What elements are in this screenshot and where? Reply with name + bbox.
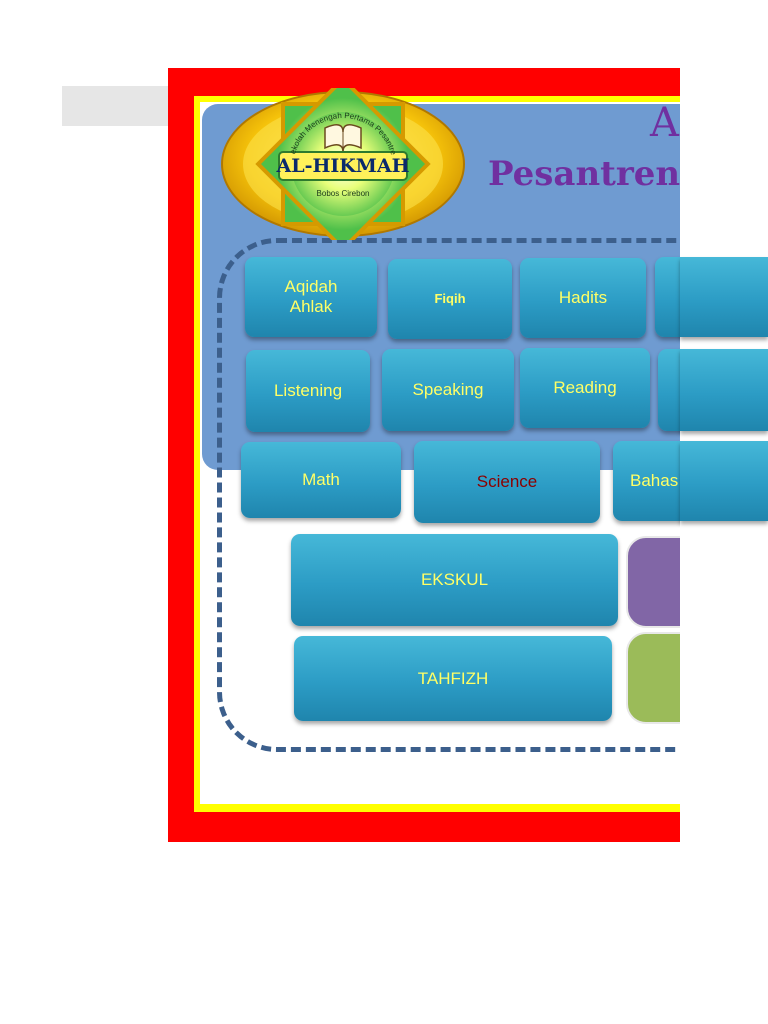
subject-math[interactable]: Math bbox=[241, 442, 401, 518]
subject-aqidah-ahlak[interactable]: Aqidah Ahlak bbox=[245, 257, 377, 337]
program-ekskul[interactable]: EKSKUL bbox=[291, 534, 618, 626]
logo-name: AL-HIKMAH bbox=[275, 155, 409, 177]
subject-bahasa[interactable]: Bahas bbox=[613, 441, 680, 521]
curriculum-dashed-border bbox=[217, 238, 680, 752]
purple-accent-tile[interactable] bbox=[626, 536, 680, 628]
gray-header-tab bbox=[62, 86, 172, 126]
poster-title-line1: A bbox=[650, 100, 679, 146]
logo-location: Bobos Cirebon bbox=[317, 189, 370, 198]
subject-bahasa-overflow bbox=[680, 441, 768, 521]
subject-reading[interactable]: Reading bbox=[520, 348, 650, 428]
subject-row2-extra[interactable] bbox=[658, 349, 680, 431]
poster-title-line2: Pesantren T bbox=[488, 154, 680, 194]
school-logo: AL-HIKMAH Sekolah Menengah Pertama Pesan… bbox=[221, 88, 465, 240]
subject-row1-extra-overflow bbox=[680, 257, 768, 337]
subject-hadits[interactable]: Hadits bbox=[520, 258, 646, 338]
subject-fiqih[interactable]: Fiqih bbox=[388, 259, 512, 339]
green-accent-tile[interactable] bbox=[626, 632, 680, 724]
subject-speaking[interactable]: Speaking bbox=[382, 349, 514, 431]
subject-science[interactable]: Science bbox=[414, 441, 600, 523]
subject-row2-extra-overflow bbox=[680, 349, 768, 431]
subject-listening[interactable]: Listening bbox=[246, 350, 370, 432]
subject-row1-extra[interactable] bbox=[655, 257, 680, 337]
program-tahfizh[interactable]: TAHFIZH bbox=[294, 636, 612, 721]
poster-content: AL-HIKMAH Sekolah Menengah Pertama Pesan… bbox=[202, 88, 680, 752]
